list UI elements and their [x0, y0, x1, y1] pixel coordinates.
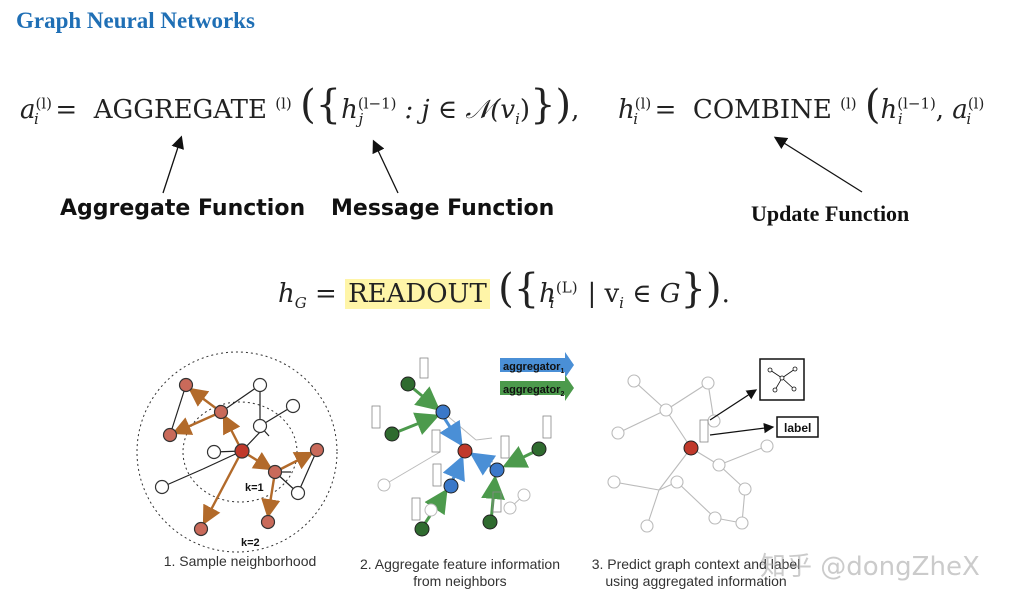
caption-aggregate-line1: 2. Aggregate feature information [359, 556, 561, 572]
label-box-text: label [784, 421, 811, 435]
eq2-lhs-sub: i [633, 110, 639, 129]
label-box [776, 416, 819, 438]
eq1-arg-sup: (l−1) [357, 94, 397, 113]
eq3-lhs: h [278, 279, 295, 309]
update-arrow [773, 136, 863, 193]
eq3-rest2: ∈ G [632, 279, 681, 309]
eq2-a-sub: i [966, 110, 972, 129]
eq1-arg-close: ) [519, 95, 531, 125]
eq2-a-sup: (l) [967, 94, 985, 113]
eq2-lhs: h [618, 95, 635, 125]
k1-label: k=1 [245, 482, 264, 494]
eq2-h-sup: (l−1) [897, 94, 936, 113]
message-function-label: Message Function [331, 196, 555, 221]
eq1-arg-rest: : j ∈ 𝒩(v [404, 95, 516, 125]
combine-fn: COMBINE [692, 95, 832, 125]
aggregator2-label: aggregator2 [503, 384, 564, 398]
eq3-h: h [539, 279, 556, 309]
eq1-fn-sup: (l) [275, 94, 292, 113]
eq3-h-sup: (L) [555, 278, 578, 297]
update-function-label: Update Function [751, 201, 910, 226]
caption-sample-neighborhood: 1. Sample neighborhood [163, 553, 317, 569]
eq2-h-sub: i [897, 110, 903, 129]
aggregator1-arrow [500, 352, 574, 378]
aggregator2-arrow [500, 375, 574, 401]
readout-fn: READOUT [345, 279, 490, 309]
eq1-arg-rest-sub: i [515, 110, 520, 129]
eq2-lhs-sup: (l) [634, 94, 652, 113]
k2-label: k=2 [241, 537, 260, 549]
eq1-lhs-sup: (l) [35, 94, 53, 113]
eq1-arg-h: h [341, 95, 358, 125]
panel-aggregate: aggregator1 aggregator2 [371, 352, 574, 537]
caption-predict-line1: 3. Predict graph context and label [591, 556, 801, 572]
message-arrow [372, 139, 399, 194]
caption-predict-line2: using aggregated information [605, 573, 787, 589]
pointer-arrows [162, 135, 863, 194]
eq1-arg-sub: j [358, 110, 364, 129]
page-title: Graph Neural Networks [16, 8, 255, 33]
k2-ring [136, 351, 338, 553]
eq2-a: a [952, 95, 968, 125]
eq3-rest-sub: i [619, 294, 624, 313]
eq1-lhs: a [20, 95, 36, 125]
eq2-fn-sup: (l) [840, 94, 857, 113]
watermark: 知乎 @dongZheX [760, 552, 980, 582]
aggregate-equation: a(l)i = AGGREGATE (l) ({h(l−1)j : j ∈ 𝒩(… [20, 82, 580, 129]
readout-equation: hG = READOUT ({h(L)i | vi ∈ G}). [278, 266, 730, 313]
panel-predict: label [607, 358, 819, 533]
eq3-lhs-sub: G [294, 294, 307, 313]
eq2-h: h [880, 95, 898, 125]
eq3-h-sub: i [549, 294, 555, 313]
eq3-rest: | v [587, 279, 620, 309]
graphsage-diagram: k=1 k=2 aggregator1 aggregator2 [136, 351, 819, 553]
aggregate-arrow [162, 135, 184, 194]
combine-equation: h(l)i = COMBINE (l) (h(l−1)i , a(l)i [618, 82, 985, 129]
aggregate-function-label: Aggregate Function [60, 196, 306, 221]
aggregate-fn: AGGREGATE [93, 95, 268, 125]
caption-aggregate-line2: from neighbors [413, 573, 507, 589]
aggregator1-label: aggregator1 [503, 361, 564, 375]
panel-sample-neighborhood: k=1 k=2 [136, 351, 338, 553]
eq1-lhs-sub: i [34, 110, 39, 129]
